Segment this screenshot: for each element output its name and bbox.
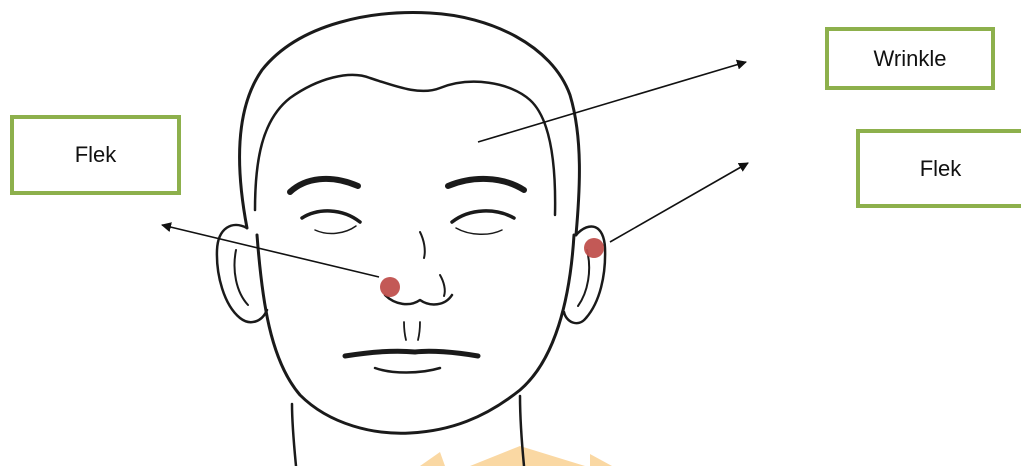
spot-ear	[584, 238, 604, 258]
spot-nose	[380, 277, 400, 297]
label-box-wrinkle: Wrinkle	[825, 27, 995, 90]
hairline	[255, 75, 555, 215]
label-flek-left: Flek	[75, 142, 117, 168]
label-wrinkle: Wrinkle	[874, 46, 947, 72]
eyebrow-right	[448, 179, 524, 190]
eye-left	[302, 211, 360, 222]
label-flek-right: Flek	[920, 156, 962, 182]
nose	[420, 232, 425, 258]
head-outline	[239, 13, 579, 235]
jaw-outline	[257, 235, 574, 433]
eye-right	[452, 211, 514, 222]
mouth	[345, 351, 478, 356]
label-box-flek-right: Flek	[856, 129, 1021, 208]
label-box-flek-left: Flek	[10, 115, 181, 195]
arrow-wrinkle	[478, 62, 746, 142]
bottom-banner	[420, 446, 612, 466]
eyebrow-left	[290, 179, 358, 192]
face-outline	[217, 13, 605, 466]
arrow-flek-right	[610, 163, 748, 242]
arrow-flek-left	[162, 225, 379, 277]
neck-left	[292, 404, 296, 466]
